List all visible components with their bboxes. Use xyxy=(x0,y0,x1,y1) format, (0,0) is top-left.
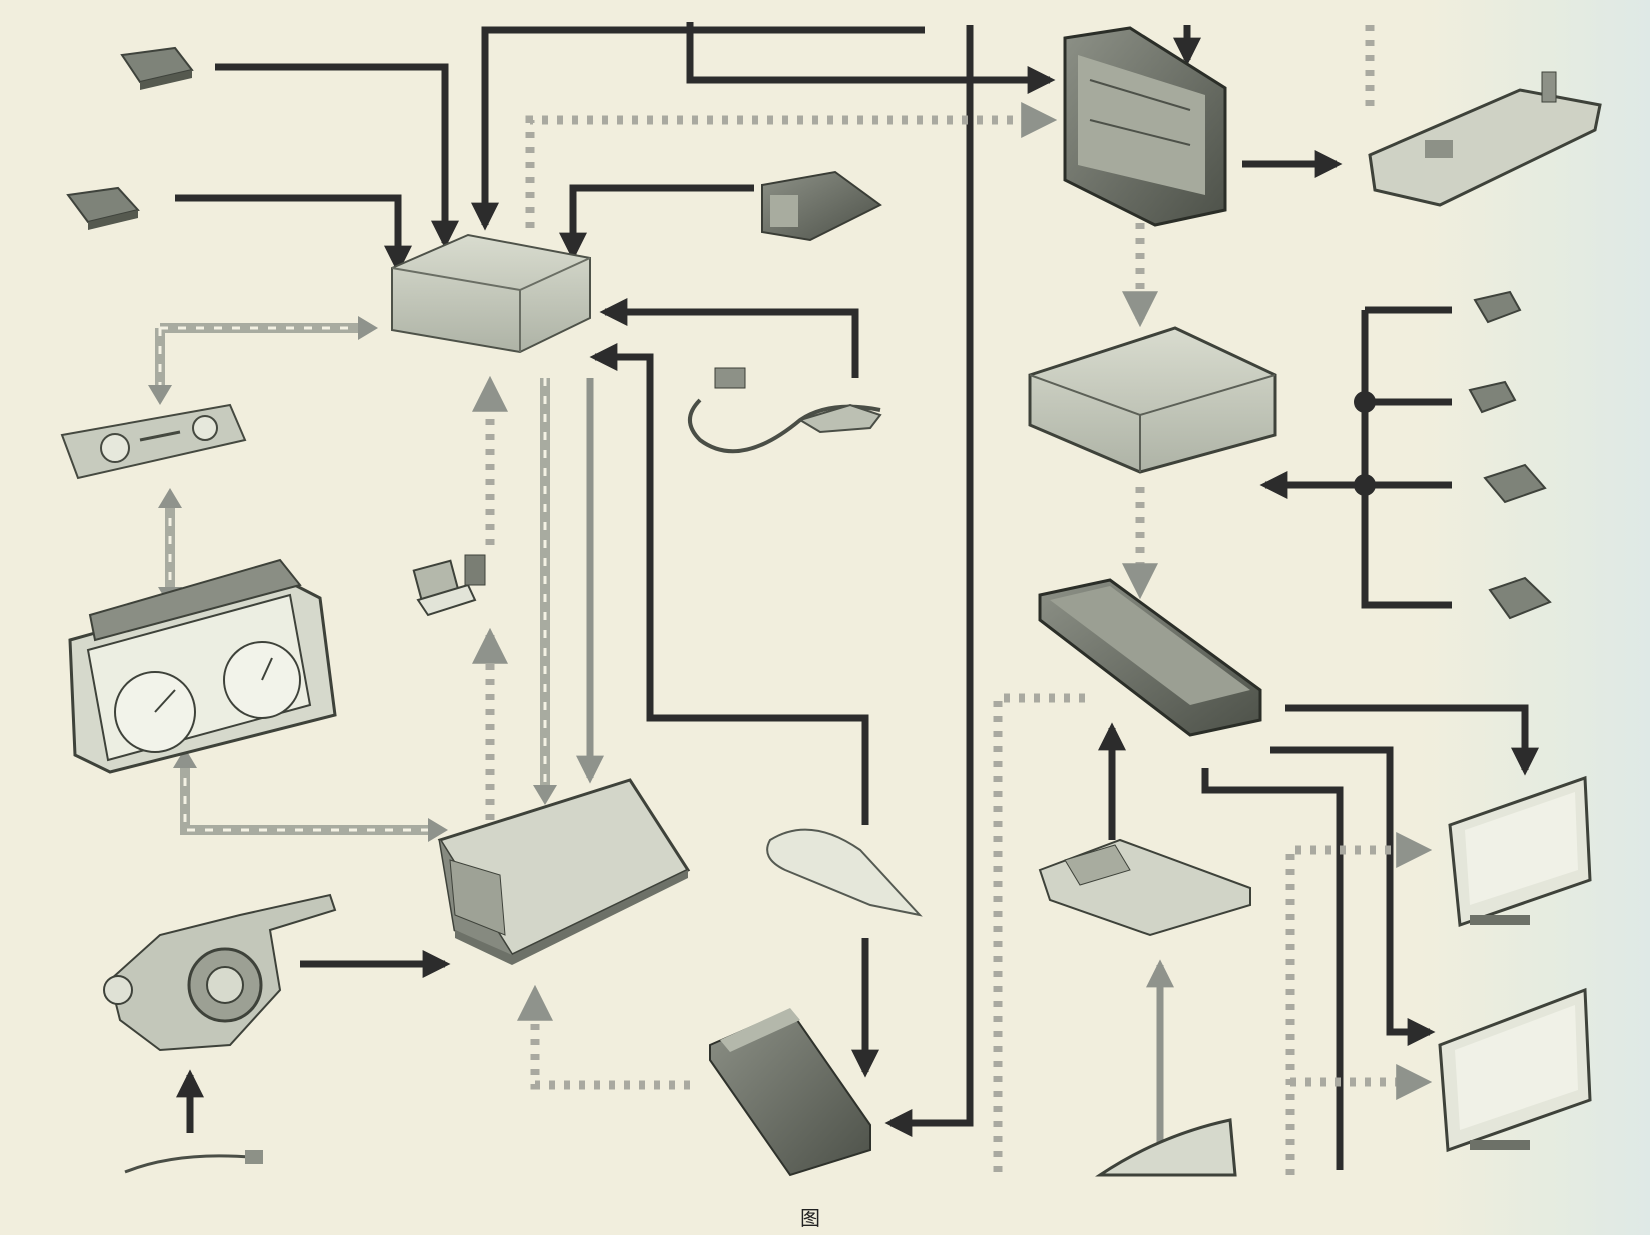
central-control-unit xyxy=(391,233,591,354)
bidirectional-line-dash xyxy=(158,326,547,832)
rear-screen-2 xyxy=(1438,987,1592,1153)
figure-caption: 图 xyxy=(800,1206,820,1230)
dotted-connection-lines xyxy=(472,25,1433,1175)
amplifier-module xyxy=(709,1008,871,1177)
bus-connector-2 xyxy=(1468,380,1517,414)
climate-control-panel xyxy=(60,403,247,480)
audio-head-unit xyxy=(437,778,691,965)
connector-module xyxy=(761,170,882,242)
steering-column-switch xyxy=(103,893,337,1052)
antenna-fin xyxy=(766,828,923,917)
dvd-player-module xyxy=(1038,578,1262,737)
navigation-unit xyxy=(1063,26,1227,227)
solid-connection-lines xyxy=(175,22,1539,1170)
bus-junction-dots xyxy=(1354,391,1376,496)
gray-connection-lines xyxy=(576,378,1174,1150)
ignition-switch xyxy=(412,554,486,617)
bidirectional-arrowheads xyxy=(148,316,557,842)
rear-screen-1 xyxy=(1448,775,1592,928)
roof-console xyxy=(1368,71,1602,207)
cable-sensor xyxy=(688,367,882,454)
bottom-cable xyxy=(124,1150,263,1174)
bus-connector-3 xyxy=(1483,463,1547,504)
bus-connector-4 xyxy=(1488,576,1552,620)
switch-module-2 xyxy=(66,186,140,230)
instrument-cluster xyxy=(68,558,337,774)
rear-monitor-partial xyxy=(1095,1118,1237,1177)
bus-connector-1 xyxy=(1473,290,1522,324)
switch-module-1 xyxy=(120,46,194,90)
overhead-console-base xyxy=(1038,838,1251,937)
control-module-right xyxy=(1028,326,1277,474)
